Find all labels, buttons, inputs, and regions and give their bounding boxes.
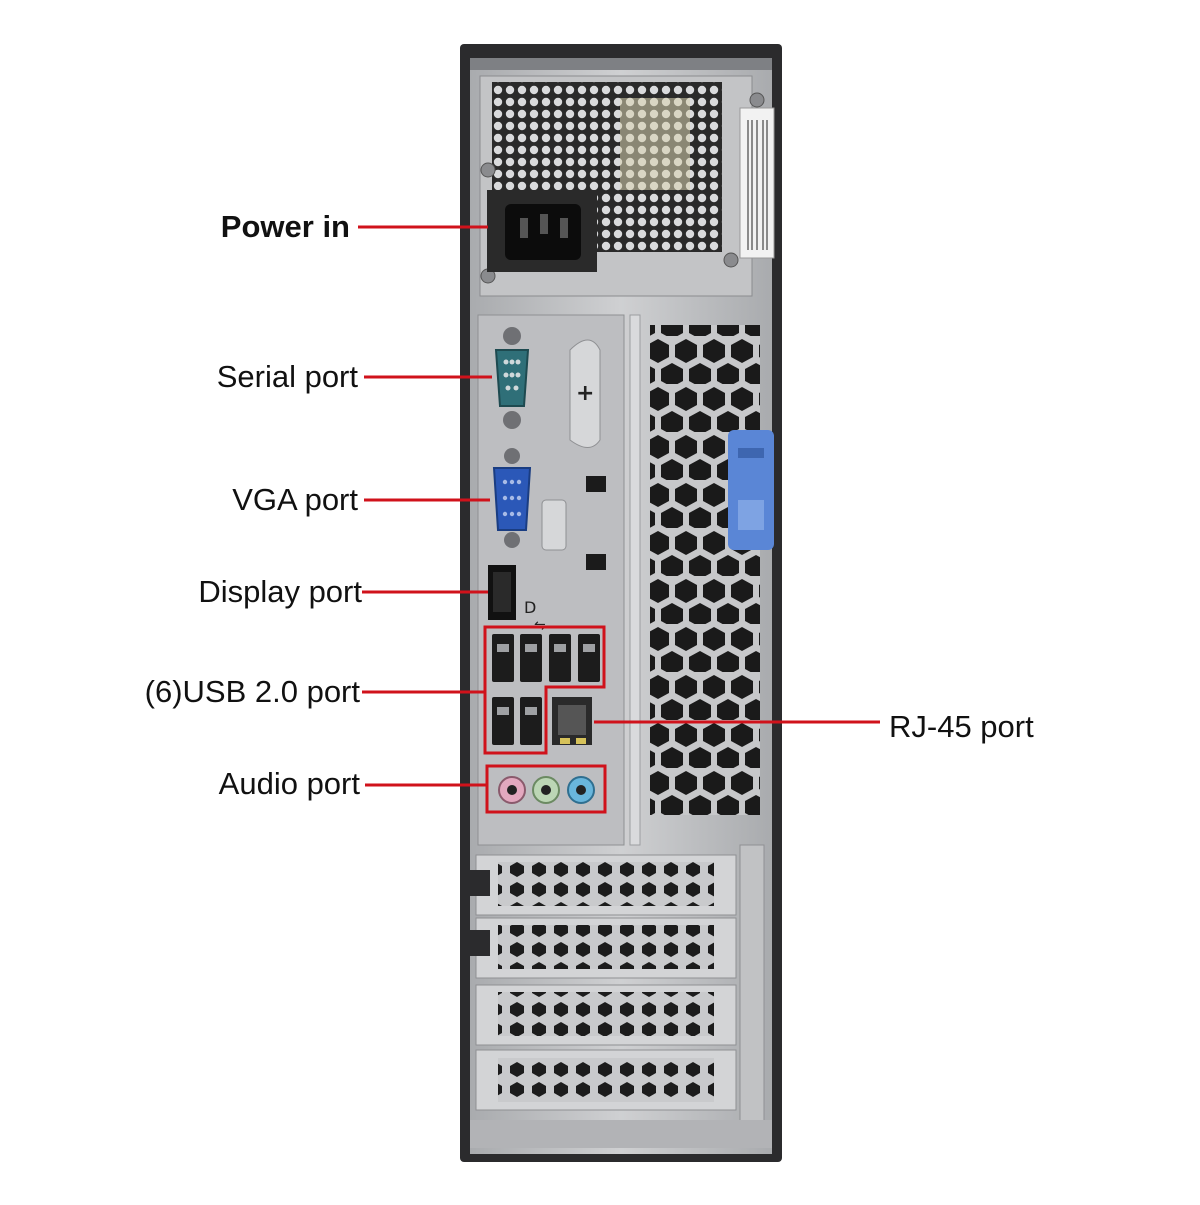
release-latch — [728, 430, 774, 550]
label-vga-port: VGA port — [232, 482, 358, 517]
display-port-icon — [488, 565, 516, 620]
power-socket-icon — [487, 190, 597, 272]
svg-text:+: + — [576, 381, 594, 406]
callout-lines — [358, 225, 880, 814]
expansion-slots — [470, 844, 765, 1146]
label-audio-port: Audio port — [218, 766, 360, 801]
label-usb-port: (6)USB 2.0 port — [144, 674, 360, 709]
label-rj45-port: RJ-45 port — [889, 709, 1034, 744]
hex-vent — [650, 325, 760, 815]
label-power-in: Power in — [220, 209, 350, 244]
vga-port-icon — [492, 448, 532, 548]
label-display-port: Display port — [198, 574, 362, 609]
label-serial-port: Serial port — [216, 359, 358, 394]
svg-text:D: D — [524, 598, 536, 617]
serial-port-icon — [494, 327, 530, 429]
rj45-port-icon — [552, 697, 592, 745]
audio-jack-icon — [498, 776, 595, 804]
